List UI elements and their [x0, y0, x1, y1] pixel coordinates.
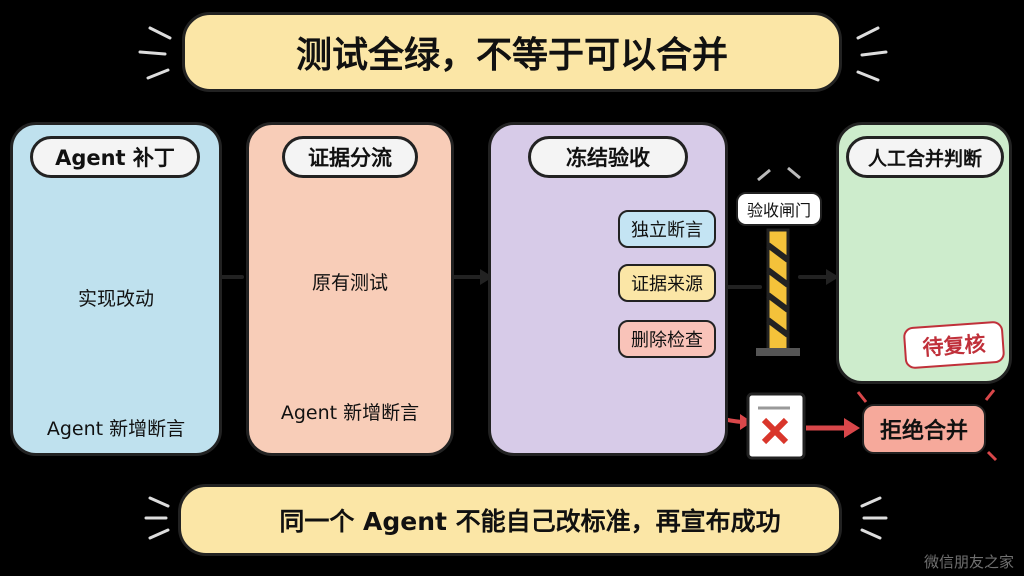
- tag-evidence-source: 证据来源: [618, 264, 716, 302]
- pending-review-stamp: 待复核: [902, 320, 1006, 370]
- page-title: 测试全绿，不等于可以合并: [182, 12, 842, 92]
- new-assertions-label: Agent 新增断言: [280, 402, 420, 424]
- impl-change-label: 实现改动: [77, 288, 154, 310]
- title-burst-right: [856, 26, 888, 82]
- reject-arrow-head-2: [844, 418, 860, 438]
- panel-frozen-acceptance-title: 冻结验收: [528, 136, 688, 178]
- footer-burst: [144, 496, 888, 540]
- watermark: 微信朋友之家: [923, 553, 1014, 571]
- title-burst-left: [138, 26, 172, 80]
- reject-merge-label: 拒绝合并: [862, 404, 986, 454]
- tag-deletion-check: 删除检查: [618, 320, 716, 358]
- gate-label: 验收闸门: [736, 192, 822, 226]
- gate-icon: [756, 166, 801, 356]
- panel-agent-patch-title: Agent 补丁: [30, 136, 200, 178]
- reject-burst: [856, 389, 998, 462]
- rejected-document-icon: [746, 392, 806, 460]
- panel-evidence-split-title: 证据分流: [282, 136, 418, 178]
- footer-note: 同一个 Agent 不能自己改标准，再宣布成功: [178, 484, 842, 556]
- panel-evidence-split: [246, 122, 454, 456]
- reject-arrow-head: [740, 414, 752, 430]
- agent-assertion-label: Agent 新增断言: [46, 418, 186, 440]
- original-tests-label: 原有测试: [311, 272, 388, 294]
- tag-independent-assertion: 独立断言: [618, 210, 716, 248]
- panel-human-judgment-title: 人工合并判断: [846, 136, 1004, 178]
